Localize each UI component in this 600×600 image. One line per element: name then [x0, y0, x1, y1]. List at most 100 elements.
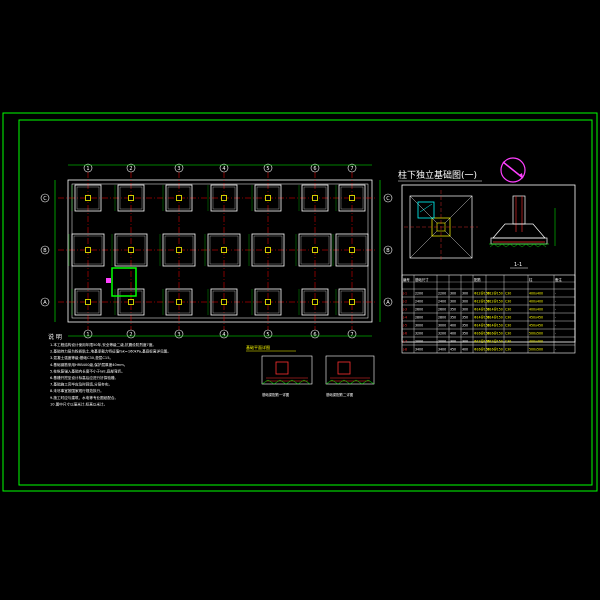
grid-bubble-top	[83, 163, 93, 173]
table-cell: Φ12@150	[487, 300, 503, 304]
table-cell: 300	[450, 340, 456, 344]
table-cell: J-1	[402, 292, 407, 296]
table-cell: 400x400	[529, 308, 543, 312]
footing	[254, 288, 282, 316]
table-cell: 300	[462, 308, 468, 312]
north-arrow-icon	[500, 157, 526, 183]
column	[176, 299, 182, 305]
table-cell: 3200	[438, 332, 446, 336]
table-cell: 300	[462, 340, 468, 344]
note-line: 2.基础持力层为粉质粘土,地基承载力特征值fak=160kPa,基底标高详见图。	[50, 349, 171, 354]
grid-bubble-top	[219, 163, 229, 173]
table-cell: Φ12@150	[474, 292, 490, 296]
table-header-cell: 备注	[555, 277, 562, 282]
table-cell: 300	[450, 292, 456, 296]
table-cell: 2000	[415, 340, 423, 344]
detail-panel	[401, 184, 576, 343]
table-cell: 450x450	[529, 316, 543, 320]
column	[85, 195, 91, 201]
footing	[71, 233, 105, 267]
grid-bubble-left	[40, 297, 50, 307]
footing	[298, 233, 332, 267]
table-cell: J-6	[402, 332, 407, 336]
grid-bubble-top	[263, 163, 273, 173]
table-cell: 2200	[415, 292, 423, 296]
note-line: 1.本工程结构设计使用年限50年,安全等级二级,抗震设防烈度7度。	[50, 342, 156, 347]
table-cell: Φ16@150	[474, 332, 490, 336]
column	[312, 299, 318, 305]
table-cell: Φ16@150	[487, 332, 503, 336]
table-cell: Φ14@150	[487, 308, 503, 312]
table-cell: 2400	[438, 300, 446, 304]
footing	[301, 288, 329, 316]
footing	[114, 233, 148, 267]
grid-bubble-top	[347, 163, 357, 173]
table-cell: -	[555, 324, 556, 328]
table-cell: 350	[462, 316, 468, 320]
drawing-title: 柱下独立基础图(一)	[398, 169, 477, 181]
footing-step	[164, 235, 194, 265]
footing-step	[119, 290, 143, 314]
grid-bubble-right	[383, 245, 393, 255]
table-cell: 350	[450, 308, 456, 312]
table-cell: 3000	[415, 324, 423, 328]
footing-step	[167, 186, 191, 210]
grid-label-column: 4	[222, 332, 225, 338]
column	[176, 247, 182, 253]
table-cell: -	[555, 308, 556, 312]
footing	[210, 288, 238, 316]
footing-step	[303, 186, 327, 210]
detail-caption-1: 基础梁配筋一详图	[262, 392, 290, 397]
grid-label-column: 1	[86, 166, 89, 172]
footing	[117, 288, 145, 316]
footing-plan-view	[404, 190, 478, 262]
table-cell: 400x400	[529, 300, 543, 304]
grid-bubble-top	[174, 163, 184, 173]
detail-section-1: 基础梁配筋一详图	[261, 355, 313, 397]
table-cell: 300	[462, 300, 468, 304]
column	[128, 195, 134, 201]
footing	[162, 233, 196, 267]
note-line: 4.基础钢筋采用HRB400级,保护层厚度40mm。	[50, 362, 127, 367]
grid-label-column: 7	[350, 332, 353, 338]
footing	[335, 233, 369, 267]
column	[349, 195, 355, 201]
table-cell: 2600	[438, 308, 446, 312]
grid-bubble-left	[40, 245, 50, 255]
footing-step	[209, 235, 239, 265]
table-cell: C30	[505, 332, 511, 336]
plan-outline-inner	[71, 183, 369, 319]
note-line: 9.施工时应与建筑、水电等专业图纸配合。	[50, 395, 118, 400]
footing-step	[300, 235, 330, 265]
outer-frame	[2, 112, 598, 492]
table-cell: 350	[450, 316, 456, 320]
column	[221, 247, 227, 253]
table-cell: 3400	[438, 348, 446, 352]
table-cell: C30	[505, 340, 511, 344]
table-cell: 350	[462, 324, 468, 328]
grid-label-row: C	[43, 196, 47, 202]
table-cell: Φ14@150	[474, 316, 490, 320]
table-cell: C30	[505, 300, 511, 304]
footing-step	[119, 186, 143, 210]
footing	[338, 184, 366, 212]
footing-step	[167, 290, 191, 314]
footing	[165, 288, 193, 316]
table-cell: C30	[505, 348, 511, 352]
section-label: 1-1	[514, 262, 522, 268]
table-cell: Φ16@150	[487, 348, 503, 352]
table-cell: 400x400	[529, 340, 543, 344]
table-cell: 3200	[415, 332, 423, 336]
table-cell: Φ12@150	[487, 292, 503, 296]
grid-label-row: B	[43, 248, 47, 254]
table-header-cell: 配筋	[474, 277, 481, 282]
table-cell: -	[555, 292, 556, 296]
column	[176, 195, 182, 201]
grid-label-column: 6	[313, 166, 316, 172]
table-cell: 400	[450, 324, 456, 328]
footing-step	[340, 186, 364, 210]
table-cell: -	[555, 300, 556, 304]
grid-label-column: 2	[129, 166, 132, 172]
